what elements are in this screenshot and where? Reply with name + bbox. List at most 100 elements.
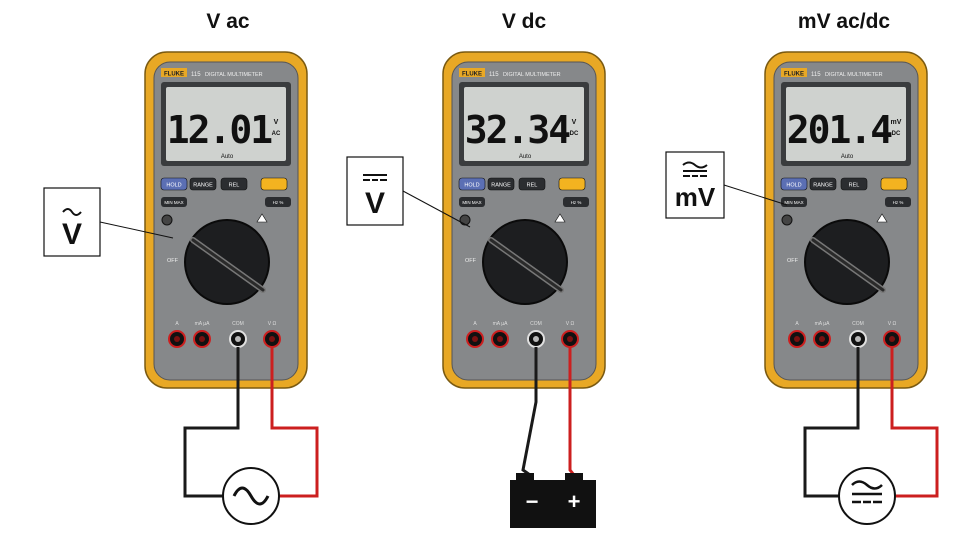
warning-icon [256,213,268,223]
meter-button-label-1: HOLD [464,183,479,189]
meter-button-2 [487,177,515,191]
input-jack-pin-4 [269,336,275,342]
meter-button-2 [189,177,217,191]
acdc-source [838,467,896,525]
input-jack-pin-4 [889,336,895,342]
dial-pointer-groove [489,238,563,292]
panel-title-vdc: V dc [501,10,547,33]
red-test-lead-3 [890,347,939,498]
callout-symbol-2: V [365,187,385,220]
jack-label-1: A [795,321,799,327]
lcd-reading: 32.34 [465,108,571,152]
input-jack-pin-2 [199,336,205,342]
battery-terminal-positive [565,473,583,482]
input-jack-pin-1 [472,336,478,342]
input-jack-pin-3 [533,336,539,342]
red-test-lead-1 [270,347,319,498]
meter-button-3 [840,177,868,191]
meter-button-label-1: HOLD [166,183,181,189]
model-label: 115 [489,72,499,78]
lcd-range-mode: Auto [519,154,532,160]
lcd-screen [786,87,906,161]
meter-button-label-3: REL [849,183,860,189]
brand-logo [459,68,485,77]
hz-label: Hz % [273,200,284,205]
brand-logo [161,68,187,77]
callout-leader-1 [99,221,174,239]
callout-symbol-3: mV [675,182,716,212]
dial-pointer-groove [811,238,885,292]
lcd-range-mode: Auto [221,154,234,160]
lcd-reading: 201.4 [787,108,893,152]
input-jack-pin-4 [567,336,573,342]
hz-button [885,197,911,207]
meter-button-3 [220,177,248,191]
meter-button-2 [809,177,837,191]
meter-button-label-2: RANGE [491,183,511,189]
input-jack-pin-3 [855,336,861,342]
meter-button-1 [458,177,486,191]
callout-leader-2 [402,190,471,228]
jack-label-3: COM [852,321,864,327]
jack-label-4: V Ω [268,321,277,327]
battery-terminal-negative [516,473,534,482]
function-callout-box-3 [665,151,725,219]
black-test-lead-2 [521,347,538,477]
lcd-screen [464,87,584,161]
lcd-mode: DC [892,131,901,137]
jack-label-2: mA µA [815,321,830,327]
input-jack-pin-3 [235,336,241,342]
hz-label: Hz % [893,200,904,205]
dial-off-label: OFF [167,258,179,264]
ac-source-wave-icon [232,486,270,506]
acdc-source-wave-icon [851,480,883,490]
meter-button-4 [558,177,586,191]
min-max-label: MIN MAX [462,200,481,205]
lcd-mode: AC [272,131,281,137]
min-max-button [459,197,485,207]
backlight-icon [781,214,793,226]
backlight-icon [161,214,173,226]
brand-label: FLUKE [784,72,804,78]
function-callout-box-1 [43,187,101,257]
jack-label-4: V Ω [888,321,897,327]
lcd-range-mode: Auto [841,154,854,160]
meter-button-3 [518,177,546,191]
meter-button-1 [160,177,188,191]
battery-body [510,480,596,528]
dial-off-label: OFF [787,258,799,264]
jack-label-2: mA µA [195,321,210,327]
meter-button-4 [260,177,288,191]
lcd-mode: DC [570,131,579,137]
lcd-unit: V [572,119,577,126]
jack-label-1: A [175,321,179,327]
battery-negative-label: − [526,489,539,514]
meter-button-label-1: HOLD [786,183,801,189]
min-max-button [781,197,807,207]
backlight-icon [459,214,471,226]
jack-label-2: mA µA [493,321,508,327]
lcd-reading: 12.01 [167,108,273,152]
callout-leader-3 [723,184,788,206]
hz-button [563,197,589,207]
jack-label-3: COM [530,321,542,327]
meter-button-label-2: RANGE [813,183,833,189]
lcd-unit: V [274,119,279,126]
meter-button-label-3: REL [527,183,538,189]
ac-wave-icon [62,208,82,216]
black-test-lead-1 [183,347,240,498]
warning-icon [554,213,566,223]
input-jack-pin-1 [174,336,180,342]
callout-symbol-1: V [62,218,82,251]
min-max-label: MIN MAX [784,200,803,205]
jack-label-4: V Ω [566,321,575,327]
lcd-screen [166,87,286,161]
model-label: 115 [811,72,821,78]
jack-label-3: COM [232,321,244,327]
input-jack-pin-1 [794,336,800,342]
dial-pointer-groove [191,238,265,292]
lcd-unit: mV [891,119,902,126]
